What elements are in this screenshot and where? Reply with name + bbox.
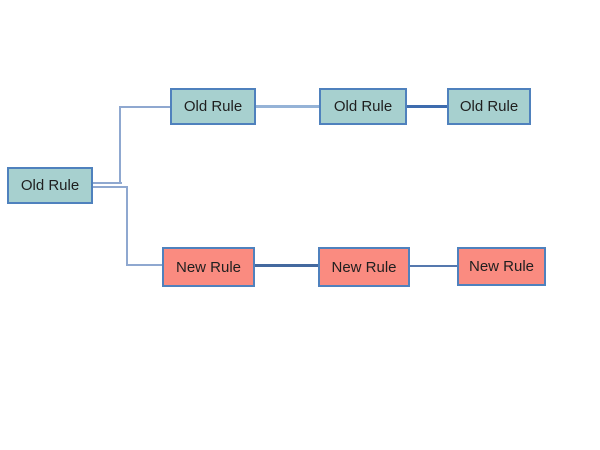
node-new-rule-2: New Rule <box>318 247 410 287</box>
connector-root-to-old-branch-stub <box>93 182 122 184</box>
connector-root-to-new-branch-stub <box>93 186 128 188</box>
connector-root-to-new-branch-bottom <box>126 264 162 266</box>
node-new-rule-1: New Rule <box>162 247 255 287</box>
connector-new1-to-new2 <box>255 264 318 267</box>
connector-new2-to-new3 <box>410 265 457 267</box>
node-old-rule-root: Old Rule <box>7 167 93 204</box>
connector-root-to-old-branch-top <box>119 106 170 108</box>
node-old-rule-2: Old Rule <box>319 88 407 125</box>
node-new-rule-3: New Rule <box>457 247 546 286</box>
connector-root-to-old-branch-vertical <box>119 106 121 184</box>
connector-root-to-new-branch-vertical <box>126 186 128 266</box>
connector-old2-to-old3 <box>407 105 447 108</box>
node-old-rule-3: Old Rule <box>447 88 531 125</box>
node-old-rule-1: Old Rule <box>170 88 256 125</box>
connector-old1-to-old2 <box>256 105 319 108</box>
